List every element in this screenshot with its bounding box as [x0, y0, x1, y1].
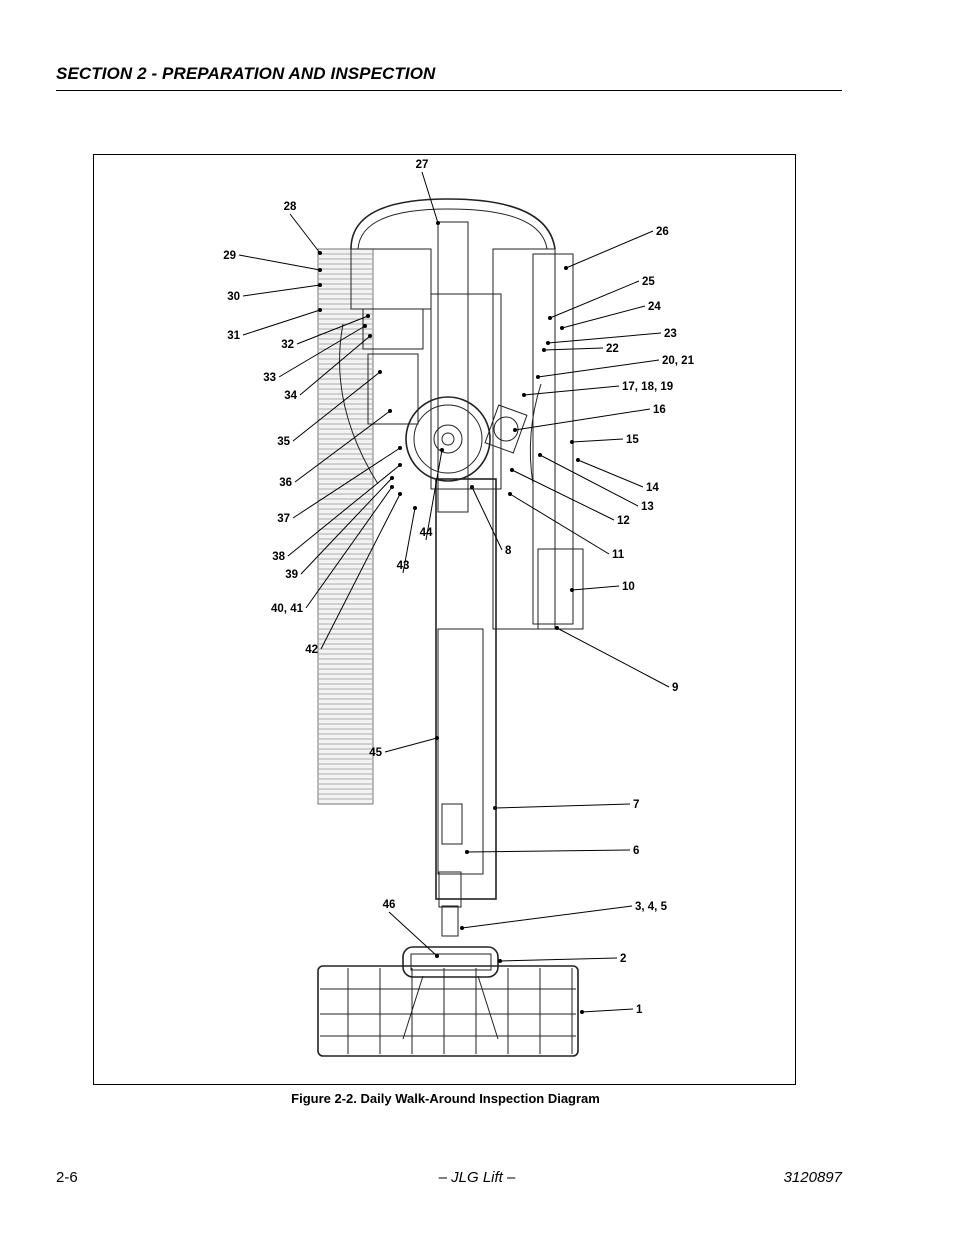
header-rule — [56, 90, 842, 91]
main-boom — [435, 478, 497, 900]
platform — [317, 965, 579, 1057]
page-number: 2-6 — [56, 1169, 78, 1186]
figure-frame — [93, 154, 796, 1085]
document-number: 3120897 — [783, 1169, 842, 1186]
left-track — [317, 248, 374, 805]
machine-illustration — [317, 198, 584, 1057]
section-title: SECTION 2 - PREPARATION AND INSPECTION — [56, 64, 436, 83]
footer-publisher: – JLG Lift – — [438, 1169, 516, 1186]
figure-caption: Figure 2-2. Daily Walk-Around Inspection… — [291, 1091, 600, 1106]
rear-hood — [350, 198, 556, 250]
turntable-bearing — [405, 396, 491, 482]
